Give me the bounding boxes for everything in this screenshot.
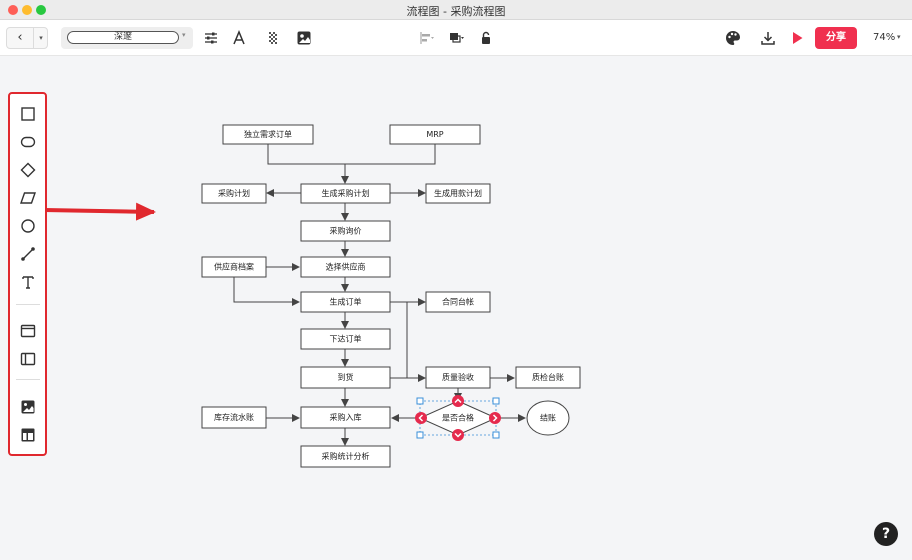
share-button[interactable]: 分享 xyxy=(815,27,857,49)
text-icon[interactable] xyxy=(20,274,36,290)
label-arrival: 到货 xyxy=(338,372,354,382)
diamond-icon[interactable] xyxy=(20,162,36,178)
label-generate-plan: 生成采购计划 xyxy=(322,188,370,198)
label-qc-ledger: 质检台账 xyxy=(532,372,564,382)
window-titlebar: 流程图 - 采购流程图 xyxy=(0,0,912,20)
label-supplier-file: 供应商档案 xyxy=(214,262,254,272)
image-icon[interactable] xyxy=(20,399,36,415)
label-payment-plan: 生成用款计划 xyxy=(434,188,482,198)
connectors xyxy=(233,144,526,446)
help-button[interactable]: ? xyxy=(874,522,898,546)
maximize-window-button[interactable] xyxy=(36,5,46,15)
download-icon[interactable] xyxy=(759,29,777,47)
connect-down-handle[interactable] xyxy=(452,429,464,441)
node-quality-check[interactable] xyxy=(425,366,491,389)
label-mrp: MRP xyxy=(426,130,443,139)
label-inquiry: 采购询价 xyxy=(330,226,362,236)
node-purchase-plan[interactable] xyxy=(201,183,267,204)
connect-up-handle[interactable] xyxy=(452,395,464,407)
rectangle-icon[interactable] xyxy=(20,106,36,122)
node-generate-order[interactable] xyxy=(300,291,391,313)
label-inventory-ledger: 库存流水账 xyxy=(214,412,254,422)
connect-right-handle[interactable] xyxy=(489,412,501,424)
label-warehousing: 采购入库 xyxy=(330,412,362,422)
nav-group: ‹ ▾ xyxy=(6,27,48,49)
zoom-level[interactable]: 74% xyxy=(873,32,896,43)
parallelogram-icon[interactable] xyxy=(20,190,36,206)
pattern-icon[interactable] xyxy=(264,29,282,47)
label-issue-order: 下达订单 xyxy=(330,334,362,344)
label-select-supplier: 选择供应商 xyxy=(326,262,366,272)
node-supplier-file[interactable] xyxy=(201,256,267,278)
node-mrp[interactable] xyxy=(389,124,481,145)
close-window-button[interactable] xyxy=(8,5,18,15)
arrange-icon[interactable] xyxy=(447,29,465,47)
window-title: 流程图 - 采购流程图 xyxy=(406,5,506,18)
node-payment-plan[interactable] xyxy=(425,183,491,204)
panel-divider xyxy=(16,304,40,305)
connect-left-handle[interactable] xyxy=(415,412,427,424)
node-warehousing[interactable] xyxy=(300,406,391,429)
window-icon[interactable] xyxy=(20,323,36,339)
label-qualified: 是否合格 xyxy=(442,413,474,423)
image-fill-icon[interactable] xyxy=(295,29,313,47)
rounded-rect-icon[interactable] xyxy=(20,134,36,150)
annotation-arrow xyxy=(43,202,156,221)
text-style-icon[interactable] xyxy=(230,29,248,47)
style-value: 深邃 xyxy=(67,31,179,44)
shape-panel xyxy=(8,92,47,456)
minimize-window-button[interactable] xyxy=(22,5,32,15)
label-contract-ledger: 合同台帐 xyxy=(442,297,474,307)
canvas[interactable]: 独立需求订单 MRP 采购计划 生成采购计划 生成用款计划 采购询价 供应商档案… xyxy=(0,57,912,560)
node-inventory-ledger[interactable] xyxy=(201,406,267,429)
label-settlement: 结账 xyxy=(540,413,556,423)
node-qc-ledger[interactable] xyxy=(515,366,581,389)
node-issue-order[interactable] xyxy=(300,328,391,350)
node-contract-ledger[interactable] xyxy=(425,291,491,313)
present-icon[interactable] xyxy=(788,29,806,47)
chevron-down-icon: ▾ xyxy=(182,31,186,39)
selection-box[interactable] xyxy=(415,395,501,441)
node-arrival[interactable] xyxy=(300,366,391,389)
sidebar-layout-icon[interactable] xyxy=(20,351,36,367)
node-generate-plan[interactable] xyxy=(300,183,391,204)
node-analysis[interactable] xyxy=(300,445,391,468)
chevron-down-icon[interactable]: ▾ xyxy=(897,33,901,41)
nav-more-button[interactable]: ▾ xyxy=(33,28,48,48)
label-quality-check: 质量验收 xyxy=(442,372,474,382)
sliders-icon[interactable] xyxy=(202,29,220,47)
label-purchase-plan: 采购计划 xyxy=(218,188,250,198)
chevron-down-icon: ▾ xyxy=(39,34,43,42)
table-layout-icon[interactable] xyxy=(20,427,36,443)
back-button[interactable]: ‹ xyxy=(7,28,33,48)
style-select[interactable]: 深邃 ▾ xyxy=(61,27,193,49)
palette-icon[interactable] xyxy=(724,29,742,47)
panel-divider xyxy=(16,379,40,380)
line-icon[interactable] xyxy=(20,246,36,262)
label-analysis: 采购统计分析 xyxy=(322,451,370,461)
label-generate-order: 生成订单 xyxy=(330,297,362,307)
back-icon: ‹ xyxy=(17,30,23,45)
node-inquiry[interactable] xyxy=(300,220,391,242)
align-icon[interactable] xyxy=(418,29,436,47)
node-select-supplier[interactable] xyxy=(300,256,391,278)
lock-icon[interactable] xyxy=(477,29,495,47)
label-independent-order: 独立需求订单 xyxy=(244,129,292,139)
node-settlement[interactable] xyxy=(526,400,570,436)
circle-icon[interactable] xyxy=(20,218,36,234)
node-independent-order[interactable] xyxy=(222,124,314,145)
toolbar: ‹ ▾ 深邃 ▾ xyxy=(0,20,912,56)
